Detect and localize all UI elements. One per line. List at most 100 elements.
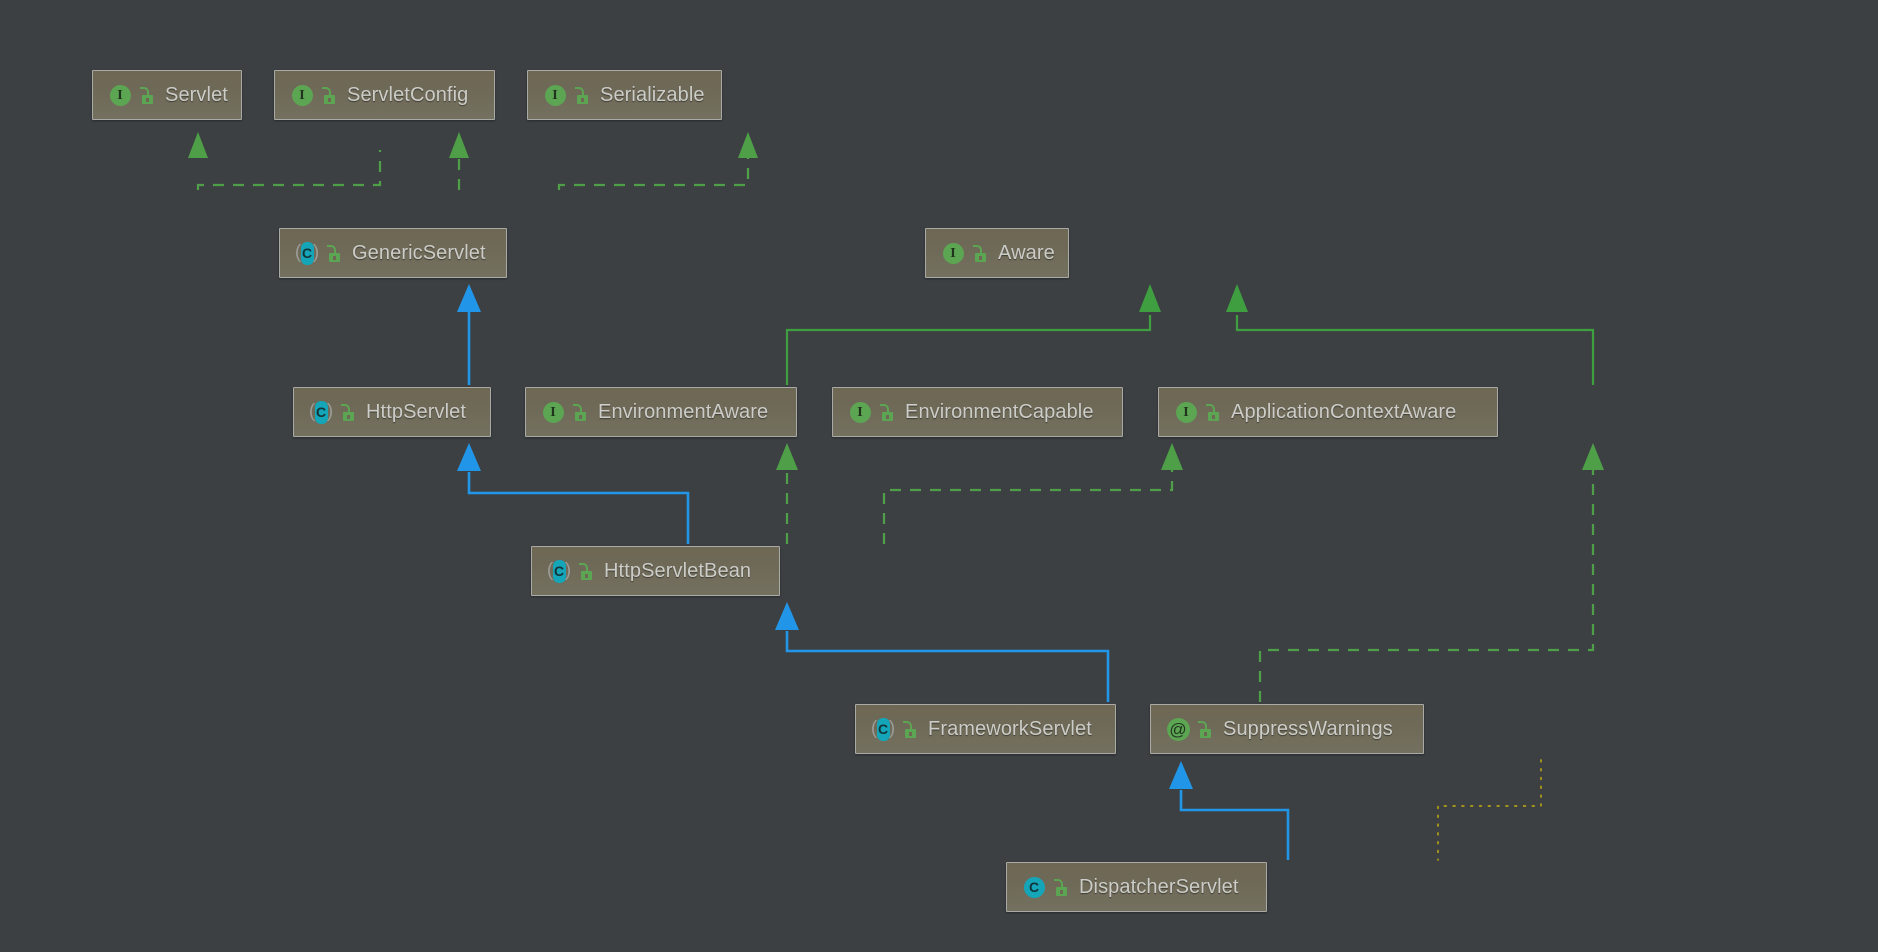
padlock-shackle: [341, 404, 350, 413]
uml-node-servlet[interactable]: I Servlet: [92, 70, 242, 120]
icon-disc: [1167, 718, 1190, 741]
uml-node-label: ApplicationContextAware: [1231, 400, 1457, 423]
padlock-shackle: [973, 245, 982, 254]
unlocked-padlock-icon: [1053, 877, 1069, 897]
uml-node-label: EnvironmentCapable: [905, 400, 1094, 423]
uml-node-label: DispatcherServlet: [1079, 875, 1239, 898]
icon-glyph: I: [117, 88, 123, 103]
uml-node-label: ServletConfig: [347, 83, 469, 106]
padlock-keyhole: [979, 256, 982, 260]
unlocked-padlock-icon: [879, 402, 895, 422]
interface-icon: I: [107, 82, 133, 108]
icon-glyph: C: [315, 404, 327, 420]
interface-icon: I: [540, 399, 566, 425]
uml-node-frameworkservlet[interactable]: (C) FrameworkServlet: [855, 704, 1116, 754]
interface-icon: I: [289, 82, 315, 108]
uml-node-environmentaware[interactable]: I EnvironmentAware: [525, 387, 797, 437]
unlocked-padlock-icon: [972, 243, 988, 263]
uml-node-label: SuppressWarnings: [1223, 717, 1393, 740]
unlocked-padlock-icon: [1205, 402, 1221, 422]
uml-node-aware[interactable]: I Aware: [925, 228, 1069, 278]
unlocked-padlock-icon: [572, 402, 588, 422]
class-icon: C: [1021, 874, 1047, 900]
icon-glyph: I: [552, 88, 558, 103]
padlock-shackle: [1198, 721, 1207, 730]
padlock-keyhole: [1060, 890, 1063, 894]
icon-disc: [1024, 877, 1045, 898]
uml-node-environmentcapable[interactable]: I EnvironmentCapable: [832, 387, 1123, 437]
uml-node-label: EnvironmentAware: [598, 400, 769, 423]
padlock-shackle: [140, 87, 149, 96]
uml-node-dispatcherservlet[interactable]: C DispatcherServlet: [1006, 862, 1267, 912]
icon-pill: [301, 242, 314, 265]
icon-disc: [850, 402, 871, 423]
padlock-shackle: [1206, 404, 1215, 413]
uml-node-servletconfig[interactable]: I ServletConfig: [274, 70, 495, 120]
uml-node-label: HttpServlet: [366, 400, 467, 423]
abstract-class-icon: (C): [546, 558, 572, 584]
padlock-keyhole: [1212, 415, 1215, 419]
abstract-class-icon: (C): [308, 399, 334, 425]
icon-disc: [1176, 402, 1197, 423]
padlock-keyhole: [585, 574, 588, 578]
unlocked-padlock-icon: [340, 402, 356, 422]
icon-glyph: C: [1028, 879, 1040, 895]
uml-node-label: HttpServletBean: [604, 559, 752, 582]
uml-node-label: GenericServlet: [352, 241, 486, 264]
padlock-keyhole: [1204, 732, 1207, 736]
icon-disc: [543, 402, 564, 423]
unlocked-padlock-icon: [321, 85, 337, 105]
uml-node-genericservlet[interactable]: (C) GenericServlet: [279, 228, 507, 278]
padlock-keyhole: [909, 732, 912, 736]
abstract-paren-left: (: [308, 401, 316, 422]
interface-icon: I: [542, 82, 568, 108]
icon-disc: [943, 243, 964, 264]
padlock-shackle: [575, 87, 584, 96]
abstract-paren-left: (: [546, 560, 554, 581]
uml-node-label: Serializable: [600, 83, 705, 106]
uml-node-label: FrameworkServlet: [928, 717, 1092, 740]
uml-node-label: Aware: [998, 241, 1055, 264]
padlock-shackle: [322, 87, 331, 96]
uml-node-httpservlet[interactable]: (C) HttpServlet: [293, 387, 491, 437]
padlock-shackle: [327, 245, 336, 254]
padlock-keyhole: [581, 98, 584, 102]
uml-node-httpservletbean[interactable]: (C) HttpServletBean: [531, 546, 780, 596]
icon-pill: [877, 718, 890, 741]
abstract-class-icon: (C): [294, 240, 320, 266]
interface-icon: I: [940, 240, 966, 266]
uml-node-label: Servlet: [165, 83, 228, 106]
padlock-keyhole: [579, 415, 582, 419]
icon-glyph: @: [1169, 720, 1187, 739]
icon-pill: [553, 560, 566, 583]
padlock-keyhole: [333, 256, 336, 260]
padlock-shackle: [573, 404, 582, 413]
padlock-shackle: [579, 563, 588, 572]
unlocked-padlock-icon: [902, 719, 918, 739]
unlocked-padlock-icon: [574, 85, 590, 105]
padlock-keyhole: [886, 415, 889, 419]
icon-glyph: I: [950, 246, 956, 261]
abstract-paren-right: ): [888, 718, 896, 739]
icon-glyph: C: [553, 563, 565, 579]
annotation-icon: @: [1165, 716, 1191, 742]
padlock-shackle: [880, 404, 889, 413]
unlocked-padlock-icon: [139, 85, 155, 105]
abstract-paren-right: ): [326, 401, 334, 422]
padlock-keyhole: [328, 98, 331, 102]
icon-glyph: I: [299, 88, 305, 103]
unlocked-padlock-icon: [1197, 719, 1213, 739]
icon-disc: [545, 85, 566, 106]
uml-node-serializable[interactable]: I Serializable: [527, 70, 722, 120]
icon-glyph: I: [857, 405, 863, 420]
icon-pill: [315, 401, 328, 424]
icon-glyph: C: [877, 721, 889, 737]
uml-node-suppresswarnings[interactable]: @ SuppressWarnings: [1150, 704, 1424, 754]
abstract-paren-left: (: [294, 242, 302, 263]
abstract-class-icon: (C): [870, 716, 896, 742]
abstract-paren-right: ): [564, 560, 572, 581]
unlocked-padlock-icon: [326, 243, 342, 263]
